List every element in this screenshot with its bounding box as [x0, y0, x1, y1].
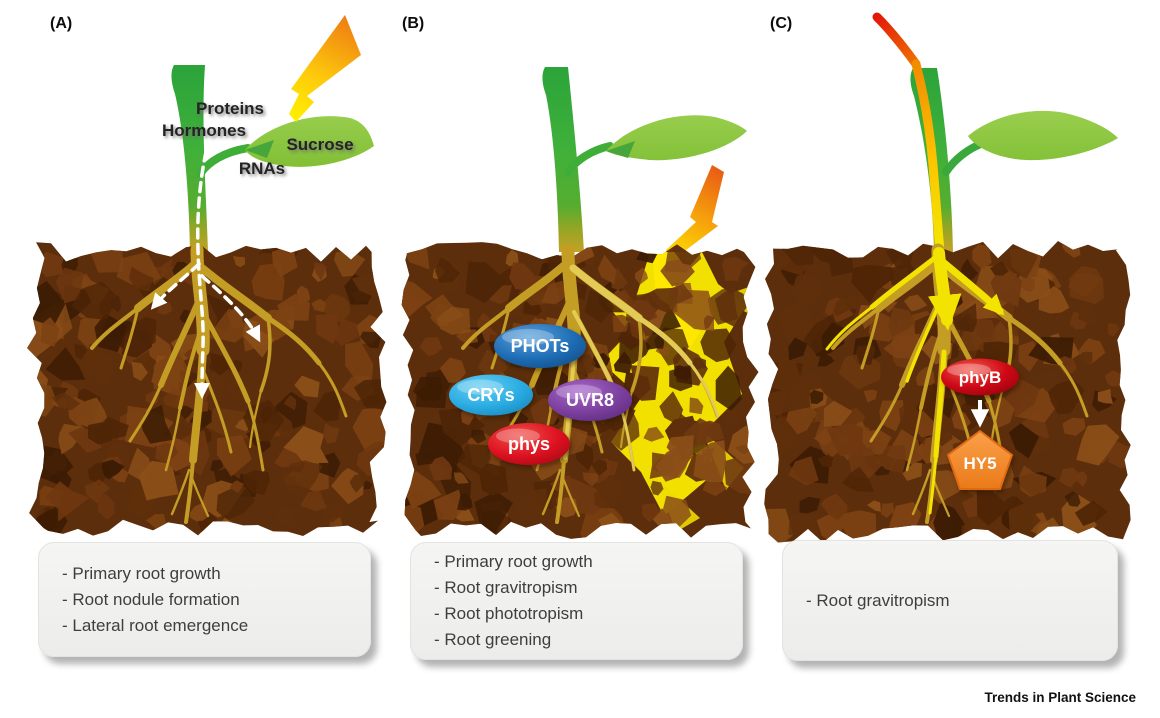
effect-item: - Lateral root emergence — [62, 615, 249, 635]
panel-c-effects-box: - Root gravitropism — [782, 540, 1118, 661]
panel-b-plant — [542, 67, 747, 262]
uvr8-oval: UVR8 — [548, 379, 632, 421]
leaf-c — [968, 110, 1118, 161]
phys-label: phys — [508, 434, 550, 454]
panel-a-signal-arrows — [150, 150, 261, 399]
sucrose-label: Sucrose — [286, 135, 353, 154]
phots-label: PHOTs — [511, 336, 570, 356]
phyb-label: phyB — [959, 368, 1002, 387]
effect-item: - Root greening — [434, 630, 552, 649]
panel-a-signal-labels: Proteins Hormones Sucrose RNAs — [162, 99, 354, 178]
crys-label: CRYs — [467, 385, 514, 405]
phyb-oval: phyB — [941, 358, 1019, 396]
proteins-label: Proteins — [196, 99, 264, 118]
effect-item: - Root phototropism — [434, 604, 584, 623]
stem-b — [542, 67, 584, 252]
leaf-b — [606, 115, 747, 161]
light-bolt-b — [666, 165, 724, 262]
hy5-label: HY5 — [963, 454, 996, 473]
panel-b-effects-box: - Primary root growth - Root gravitropis… — [410, 542, 743, 660]
crys-oval: CRYs — [449, 374, 533, 416]
panel-a-letter: (A) — [50, 15, 73, 32]
effect-item: - Root nodule formation — [62, 589, 240, 609]
petiole-b — [564, 142, 614, 176]
effect-item: - Root gravitropism — [806, 590, 950, 610]
effect-item: - Primary root growth — [434, 552, 593, 571]
stem-a — [171, 65, 208, 252]
phys-oval: phys — [488, 423, 570, 465]
hormones-label: Hormones — [162, 121, 246, 140]
panel-c-light-arrows — [825, 247, 1005, 515]
leaf-a — [245, 116, 374, 167]
panel-b-letter: (B) — [402, 15, 425, 32]
hy5-pentagon: HY5 — [946, 429, 1014, 490]
phots-oval: PHOTs — [494, 324, 586, 368]
leaf-wedge-a — [245, 140, 274, 158]
panel-c-plant — [872, 12, 1118, 258]
effect-item: - Primary root growth — [62, 563, 221, 583]
farred-beam-c — [872, 12, 921, 69]
journal-brand: Trends in Plant Science — [984, 690, 1136, 705]
uvr8-label: UVR8 — [566, 390, 614, 410]
leaf-wedge-b — [606, 141, 635, 158]
light-pipe-stripe-c — [911, 59, 945, 258]
panel-c-letter: (C) — [770, 15, 793, 32]
panel-a-effects-box: - Primary root growth - Root nodule form… — [38, 542, 371, 657]
light-bolt-a — [289, 15, 361, 122]
rnas-label: RNAs — [239, 159, 285, 178]
effect-item: - Root gravitropism — [434, 578, 578, 597]
